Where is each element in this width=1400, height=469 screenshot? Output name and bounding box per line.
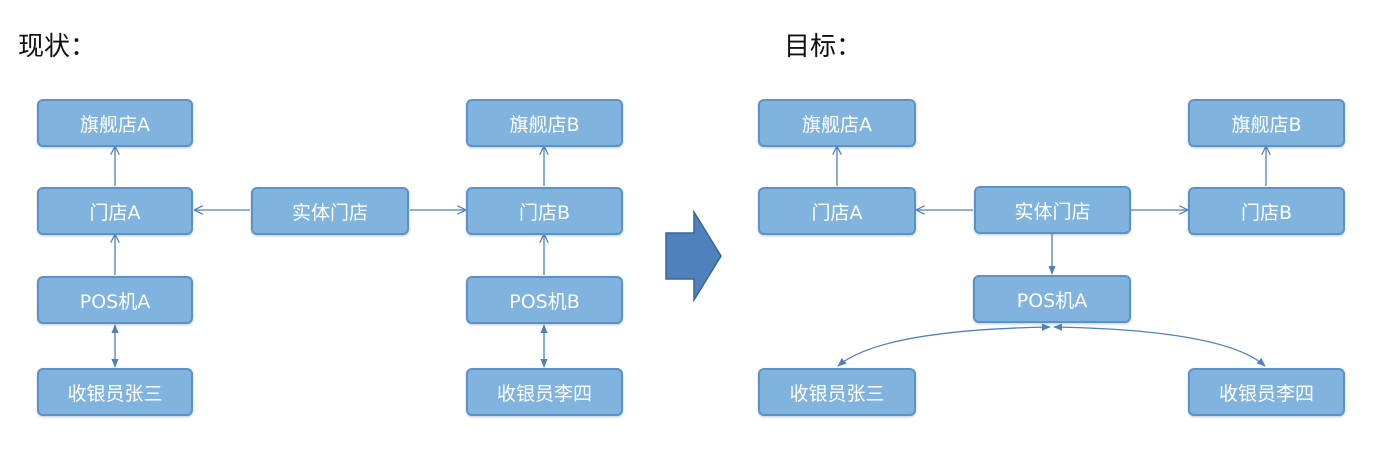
node-cashier-zhang: 收银员张三 [37,368,193,416]
node-store-b: 门店B [466,187,623,235]
right-block-arrow-icon [665,209,722,303]
edge-t-pos-a-cashier-zhang [837,323,1051,367]
node-pos-a: POS机A [37,276,193,324]
node-target-pos-a: POS机A [973,275,1131,323]
node-physical-store: 实体门店 [251,187,409,235]
node-target-flagship-a: 旗舰店A [758,99,916,147]
node-target-cashier-li: 收银员李四 [1188,368,1345,416]
node-cashier-li: 收银员李四 [466,368,623,416]
node-flagship-b: 旗舰店B [466,99,623,147]
node-store-a: 门店A [37,187,193,235]
target-heading: 目标： [784,32,863,62]
node-target-physical-store: 实体门店 [974,186,1131,234]
edge-t-pos-a-cashier-li [1053,323,1266,367]
node-target-store-a: 门店A [758,187,916,235]
node-target-store-b: 门店B [1188,187,1345,235]
node-target-cashier-zhang: 收银员张三 [758,368,916,416]
node-flagship-a: 旗舰店A [37,99,193,147]
node-target-flagship-b: 旗舰店B [1188,99,1345,147]
node-pos-b: POS机B [466,276,623,324]
current-heading: 现状： [18,32,97,62]
